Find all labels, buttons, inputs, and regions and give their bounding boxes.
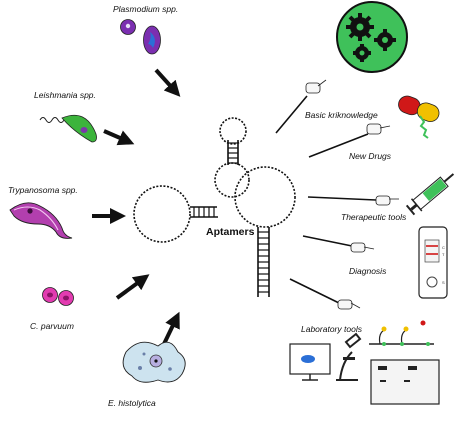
pointing-hand-icon — [366, 123, 391, 135]
center-label-aptamers: Aptamers — [206, 226, 255, 238]
label-therapeutic-tools: Therapeutic tools — [341, 212, 407, 222]
test-strip-icon: C T S — [418, 226, 448, 299]
pointer-line-basic — [275, 95, 308, 134]
capsule-icon — [398, 95, 440, 139]
pointing-hand-icon — [350, 242, 375, 253]
trypanosoma-parasite-icon — [9, 202, 73, 239]
pathogen-arrows — [92, 68, 181, 347]
pointing-hand-icon — [375, 195, 399, 206]
test-strip-mark-s: S — [442, 280, 445, 285]
pointer-line-lab — [289, 278, 340, 304]
syringe-icon — [405, 173, 455, 216]
label-trypanosoma: Trypanosoma spp. — [8, 185, 78, 195]
test-strip-mark-t: T — [442, 252, 445, 257]
aptamer-base-pairs — [193, 142, 269, 293]
label-cparvuum: C. parvuum — [30, 321, 74, 331]
pointing-hand-icon — [337, 299, 361, 310]
lab-equipment-icon — [289, 320, 440, 405]
label-ehistolytica: E. histolytica — [108, 398, 156, 408]
arrow-plasmodium — [154, 68, 181, 97]
label-laboratory-tools: Laboratory tools — [301, 324, 362, 334]
pointing-hands — [305, 79, 399, 310]
pointer-line-therapeutic — [307, 196, 377, 201]
label-plasmodium: Plasmodium spp. — [113, 4, 179, 14]
arrow-leishmania — [103, 129, 135, 146]
entamoeba-cell-icon — [122, 341, 186, 383]
pointer-line-drugs — [308, 133, 369, 158]
plasmodium-cells-icon — [120, 19, 161, 55]
label-diagnosis: Diagnosis — [349, 266, 387, 276]
label-new-drugs: New Drugs — [349, 151, 392, 161]
cryptosporidium-oocysts-icon — [42, 287, 74, 306]
label-leishmania: Leishmania spp. — [34, 90, 96, 100]
leishmania-parasite-icon — [39, 114, 97, 143]
pointing-hand-icon — [305, 79, 327, 94]
application-pointers — [275, 95, 377, 304]
pointer-line-diagnosis — [302, 235, 353, 247]
arrow-cparvuum — [115, 274, 150, 300]
arrow-ehistolytica — [161, 311, 180, 347]
gears-icon — [336, 1, 408, 73]
test-strip-mark-c: C — [442, 245, 445, 250]
label-basic-knowledge: Basic kriknowledge — [305, 110, 378, 120]
